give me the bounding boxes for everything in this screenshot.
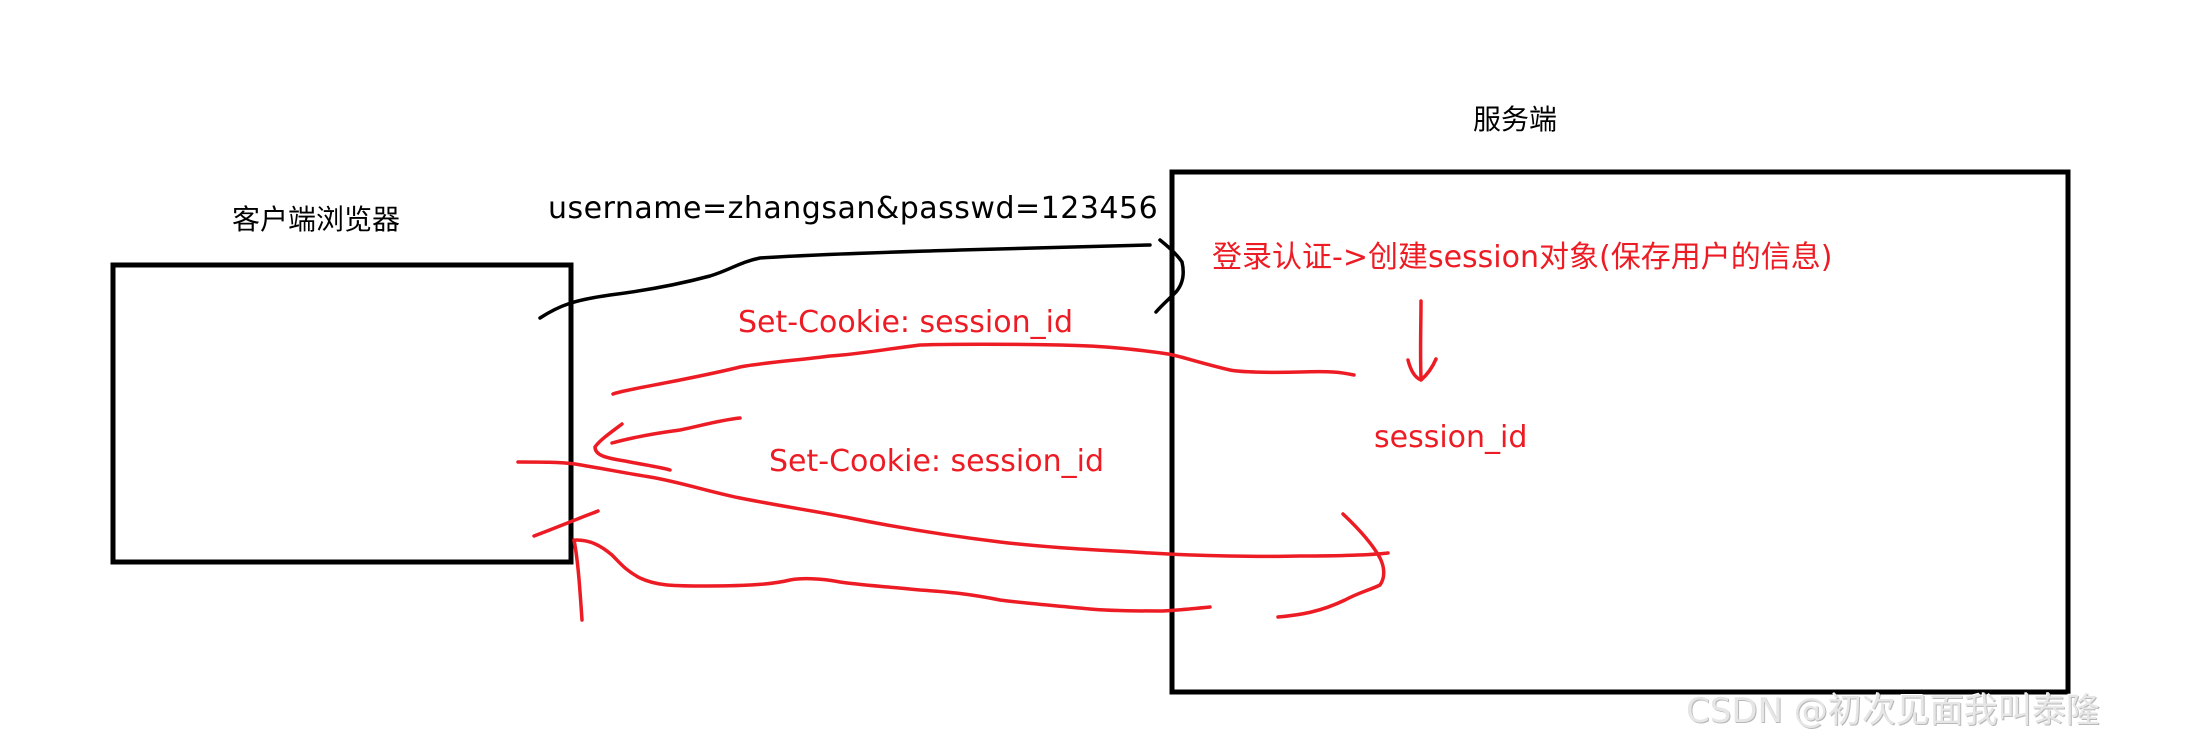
request-arrow-line xyxy=(538,243,1152,320)
cookie-request-arrowhead-icon xyxy=(1276,512,1386,619)
client-box xyxy=(110,262,574,565)
server-box xyxy=(1169,169,2071,695)
return-arrow-tail xyxy=(572,538,584,622)
response-arrow-shaft-tail xyxy=(610,416,742,445)
create-session-arrowhead-icon xyxy=(1406,357,1438,382)
request-params-label: username=zhangsan&passwd=123456 xyxy=(548,191,1159,226)
watermark: CSDN @初次见面我叫泰隆 xyxy=(1686,691,2100,731)
return-arrow-line xyxy=(574,538,1212,613)
client-label: 客户端浏览器 xyxy=(232,203,401,236)
response-header-label: Set-Cookie: session_id xyxy=(738,305,1073,340)
server-session-id-label: session_id xyxy=(1374,420,1528,455)
server-process-label: 登录认证->创建session对象(保存用户的信息) xyxy=(1212,240,1833,275)
response-arrowhead-icon xyxy=(593,422,672,472)
return-arrowhead-icon xyxy=(532,509,600,538)
response-arrow-line xyxy=(611,342,1356,396)
server-label: 服务端 xyxy=(1473,103,1558,136)
cookie-request-arrow-line xyxy=(516,460,1390,559)
followup-request-header-label: Set-Cookie: session_id xyxy=(769,444,1104,479)
request-arrowhead-icon xyxy=(1154,238,1185,314)
